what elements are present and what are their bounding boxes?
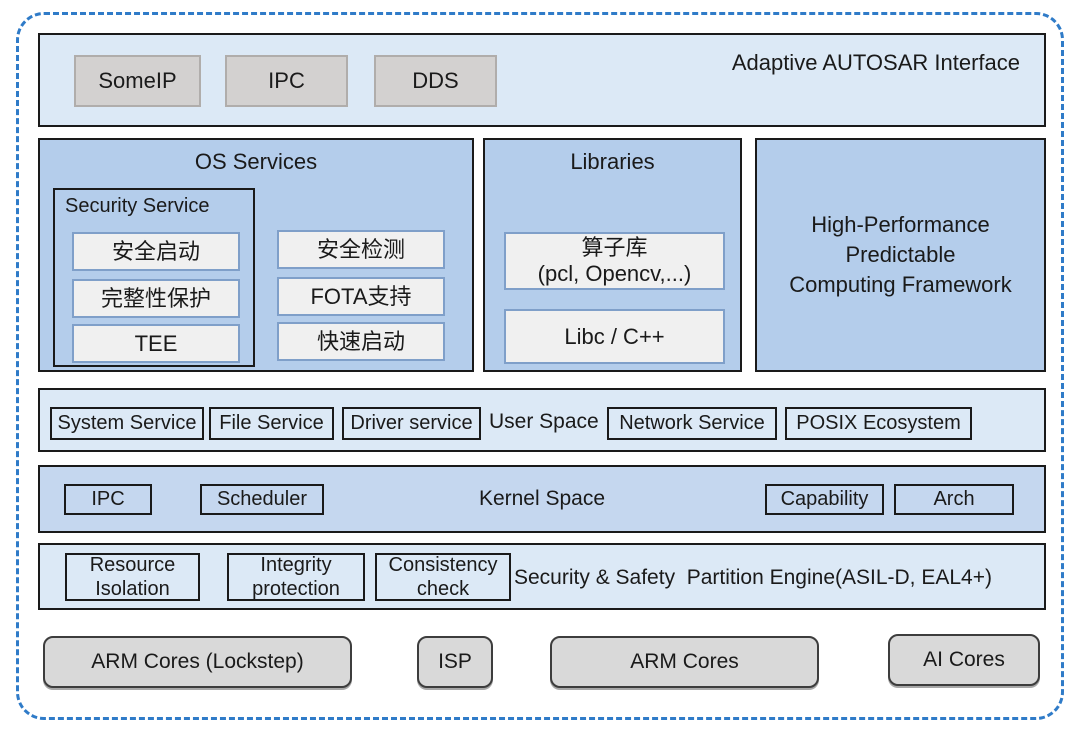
security-engine-label: Security & Safety Partition Engine(ASIL-…: [514, 566, 992, 589]
posix-ecosystem-box: POSIX Ecosystem: [785, 407, 972, 440]
tee-box: TEE: [72, 324, 240, 363]
operator-library-box: 算子库 (pcl, Opencv,...): [504, 232, 725, 290]
network-service-box: Network Service: [607, 407, 777, 440]
fota-support-label: FOTA支持: [310, 283, 412, 309]
libraries-panel: Libraries 算子库 (pcl, Opencv,...) Libc / C…: [483, 138, 742, 372]
user-space-band: System Service File Service Driver servi…: [38, 388, 1046, 452]
security-engine-band: Resource Isolation Integrity protection …: [38, 543, 1046, 610]
integrity-protection-label: 完整性保护: [100, 285, 211, 311]
hp-framework-line2: Predictable: [845, 242, 956, 268]
resource-isolation-line1: Resource: [89, 554, 176, 576]
fota-support-box: FOTA支持: [277, 277, 445, 316]
network-service-label: Network Service: [619, 412, 765, 434]
ipc-protocol-label: IPC: [268, 68, 305, 93]
adaptive-autosar-band: SomeIP IPC DDS Adaptive AUTOSAR Interfac…: [38, 33, 1046, 127]
libc-label: Libc / C++: [564, 323, 665, 349]
kernel-space-band: IPC Scheduler Kernel Space Capability Ar…: [38, 465, 1046, 533]
hw-ai-cores: AI Cores: [888, 634, 1040, 686]
libraries-title: Libraries: [570, 149, 655, 174]
hp-framework-line3: Computing Framework: [789, 271, 1012, 297]
file-service-label: File Service: [219, 412, 324, 434]
integrity-protection-engine-box: Integrity protection: [227, 553, 365, 601]
driver-service-box: Driver service: [342, 407, 481, 440]
consistency-check-box: Consistency check: [375, 553, 511, 601]
adaptive-autosar-title: Adaptive AUTOSAR Interface: [731, 50, 1020, 75]
capability-box: Capability: [765, 484, 884, 515]
os-services-title: OS Services: [194, 149, 318, 174]
dds-box: DDS: [374, 55, 497, 107]
driver-service-label: Driver service: [350, 412, 473, 434]
capability-label: Capability: [780, 488, 869, 510]
fast-boot-label: 快速启动: [316, 328, 405, 354]
consistency-check-line2: check: [416, 578, 470, 600]
security-service-title: Security Service: [65, 195, 210, 217]
security-service-group: Security Service 安全启动 完整性保护 TEE: [53, 188, 255, 367]
posix-ecosystem-label: POSIX Ecosystem: [796, 412, 961, 434]
system-service-label: System Service: [57, 412, 197, 434]
arch-box: Arch: [894, 484, 1014, 515]
resource-isolation-box: Resource Isolation: [65, 553, 200, 601]
hp-framework-line1: High-Performance: [811, 212, 990, 238]
system-service-box: System Service: [50, 407, 204, 440]
hp-framework-text: High-Performance Predictable Computing F…: [789, 210, 1012, 299]
fast-boot-box: 快速启动: [277, 322, 445, 361]
hw-arm-cores: ARM Cores: [550, 636, 819, 688]
scheduler-box: Scheduler: [200, 484, 324, 515]
kernel-ipc-box: IPC: [64, 484, 152, 515]
integrity-protection-line2: protection: [252, 578, 340, 600]
resource-isolation-line2: Isolation: [95, 578, 170, 600]
consistency-check-line1: Consistency: [388, 554, 498, 576]
integrity-protection-box: 完整性保护: [72, 279, 240, 318]
operator-library-name: 算子库: [581, 235, 648, 261]
dds-label: DDS: [412, 68, 459, 93]
outer-dashed-border: [16, 12, 1064, 720]
hw-isp: ISP: [417, 636, 493, 688]
kernel-space-label: Kernel Space: [478, 487, 606, 510]
kernel-ipc-label: IPC: [91, 488, 125, 510]
hw-isp-label: ISP: [438, 650, 472, 673]
secure-boot-box: 安全启动: [72, 232, 240, 271]
someip-box: SomeIP: [74, 55, 201, 107]
integrity-protection-line1: Integrity: [260, 554, 332, 576]
ipc-protocol-box: IPC: [225, 55, 348, 107]
hw-arm-cores-lockstep-label: ARM Cores (Lockstep): [91, 650, 304, 673]
hp-framework-panel: High-Performance Predictable Computing F…: [755, 138, 1046, 372]
hw-arm-cores-lockstep: ARM Cores (Lockstep): [43, 636, 352, 688]
libc-box: Libc / C++: [504, 309, 725, 364]
security-detection-box: 安全检测: [277, 230, 445, 269]
user-space-label: User Space: [489, 410, 599, 433]
scheduler-label: Scheduler: [216, 488, 308, 510]
tee-label: TEE: [134, 330, 178, 356]
secure-boot-label: 安全启动: [111, 238, 200, 264]
file-service-box: File Service: [209, 407, 334, 440]
os-services-panel: OS Services Security Service 安全启动 完整性保护 …: [38, 138, 474, 372]
security-detection-label: 安全检测: [316, 236, 405, 262]
hw-ai-cores-label: AI Cores: [923, 648, 1005, 671]
operator-library-examples: (pcl, Opencv,...): [537, 261, 692, 286]
hw-arm-cores-label: ARM Cores: [630, 650, 739, 673]
someip-label: SomeIP: [98, 68, 177, 93]
arch-label: Arch: [933, 488, 975, 510]
